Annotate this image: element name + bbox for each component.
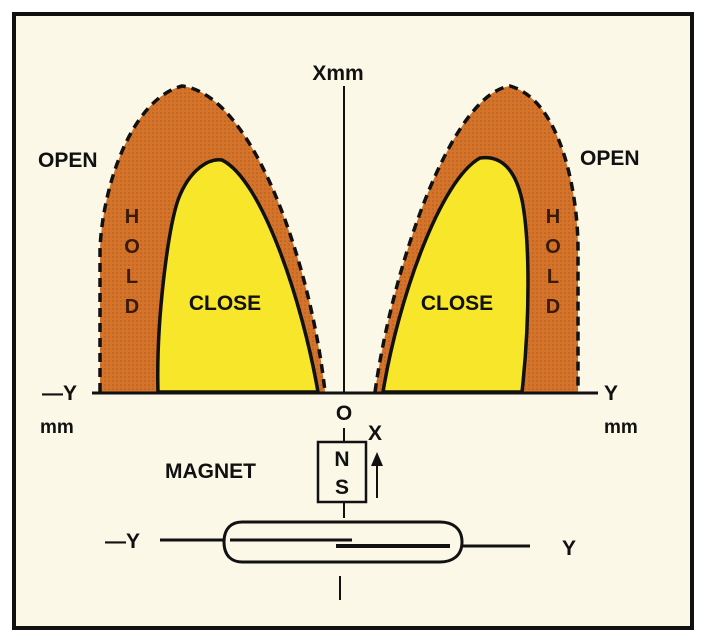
open-boundary-right [373,84,580,393]
magnet-north-label: N [334,448,349,471]
pos-y-axis-unit: mm [604,417,638,438]
reed-pos-y-label: Y [562,537,576,560]
x-axis-label-top: Xmm [312,62,363,85]
x-direction-arrowhead [371,452,383,466]
hold-letter-left-4: D [125,296,139,318]
close-label-right: CLOSE [421,292,493,315]
open-boundary-left [98,84,327,393]
hold-letter-left-2: O [124,236,140,258]
open-label-right: OPEN [580,147,640,170]
x-direction-label: X [368,422,382,445]
hold-letter-right-1: H [546,206,560,228]
hold-letter-left-3: L [126,266,138,288]
hold-letter-right-3: L [547,266,559,288]
magnet-label: MAGNET [165,460,256,483]
close-label-left: CLOSE [189,292,261,315]
reed-glass-envelope [222,520,464,564]
close-zone-right [380,155,530,394]
diagram-frame [12,12,694,630]
magnet-body [316,440,368,504]
pos-y-axis-label: Y [604,382,618,405]
open-label-left: OPEN [38,149,98,172]
magnet-south-label: S [335,476,349,499]
neg-y-axis-label: —Y [42,382,77,405]
origin-label: O [336,402,352,425]
hold-letter-right-4: D [546,296,560,318]
close-zone-left [156,158,321,394]
neg-y-axis-unit: mm [40,417,74,438]
hold-letter-left-1: H [125,206,139,228]
reed-neg-y-label: —Y [105,530,140,553]
hold-letter-right-2: O [545,236,561,258]
